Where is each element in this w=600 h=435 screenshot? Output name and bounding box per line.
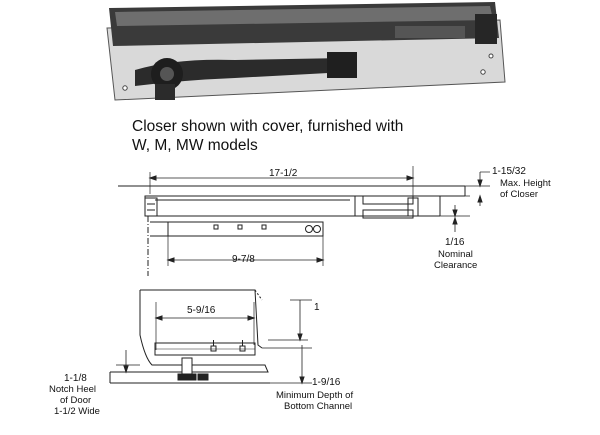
caption: Closer shown with cover, furnished with …: [132, 117, 403, 155]
door-closer-photo: [106, 2, 506, 101]
dim-notch-value: 1-1/8: [64, 373, 87, 384]
dim-notch-label-3: 1-1/2 Wide: [54, 406, 100, 417]
bottom-view: [109, 289, 312, 385]
caption-line-2: W, M, MW models: [132, 137, 258, 154]
caption-line-1: Closer shown with cover, furnished with: [132, 118, 404, 135]
dim-inner-length: 9-7/8: [232, 254, 255, 265]
dim-channel-value: 1-9/16: [312, 377, 341, 388]
top-view: [118, 166, 490, 276]
dim-channel-label-2: Bottom Channel: [284, 401, 353, 412]
dim-notch-label-2: of Door: [60, 395, 92, 406]
dim-overall-length: 17-1/2: [269, 168, 298, 179]
dim-notch-label-1: Notch Heel: [49, 384, 96, 395]
dim-depth-small: 1: [314, 302, 320, 313]
dim-offset: 5-9/16: [187, 305, 216, 316]
dim-channel-label-1: Minimum Depth of: [276, 390, 354, 401]
dim-max-height-value: 1-15/32: [492, 166, 526, 177]
dim-clearance-value: 1/16: [445, 237, 465, 248]
dim-clearance-label-1: Nominal: [438, 249, 473, 260]
dim-clearance-label-2: Clearance: [434, 260, 478, 271]
dim-max-height-label-1: Max. Height: [500, 178, 551, 189]
dim-max-height-label-2: of Closer: [500, 189, 539, 200]
